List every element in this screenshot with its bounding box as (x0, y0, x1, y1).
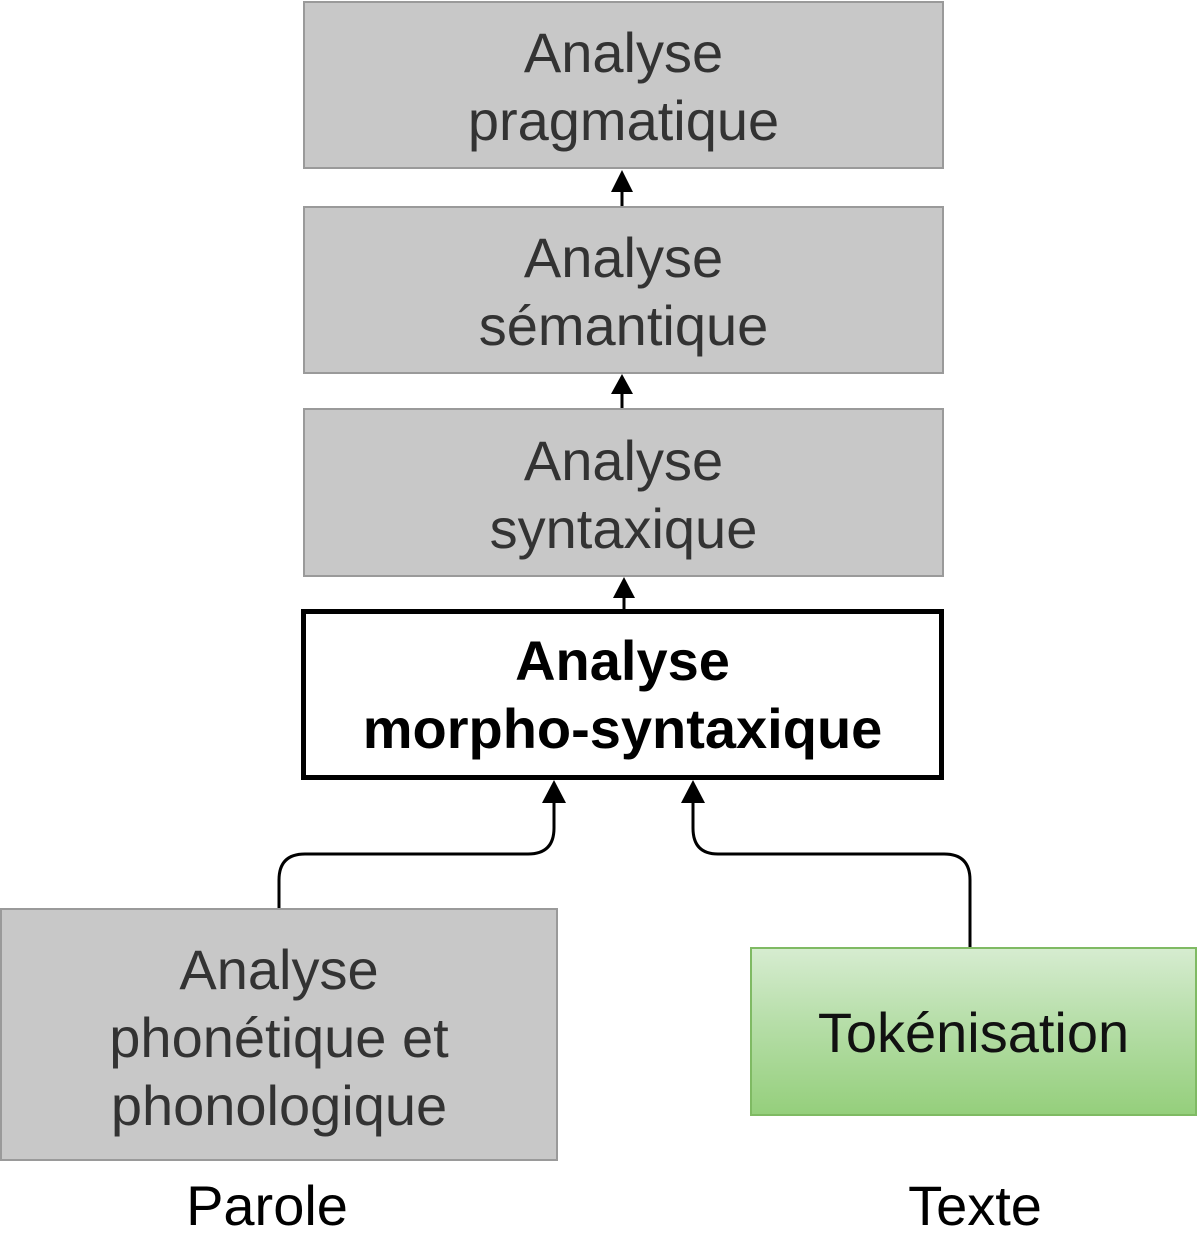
box-analyse-syntaxique: Analyse syntaxique (303, 408, 944, 577)
arrow-semantique-to-pragmatique (611, 170, 633, 206)
box-line: Analyse (179, 937, 379, 1001)
box-analyse-semantique: Analyse sémantique (303, 206, 944, 374)
arrow-morpho-to-syntaxique (613, 577, 635, 610)
box-analyse-morpho-syntaxique: Analyse morpho-syntaxique (301, 609, 944, 780)
box-line: pragmatique (467, 89, 780, 152)
box-line: Analyse (523, 21, 724, 84)
box-line: Tokénisation (817, 1000, 1130, 1064)
box-line: syntaxique (489, 496, 758, 560)
box-line: Analyse (523, 226, 724, 289)
box-tokenisation: Tokénisation (750, 947, 1197, 1116)
arrow-tokenisation-to-morpho (681, 780, 972, 948)
label-texte: Texte (908, 1174, 1042, 1237)
box-line: morpho-syntaxique (362, 696, 883, 760)
box-line: phonétique et (109, 1005, 449, 1069)
arrow-phonetique-to-morpho (277, 780, 566, 908)
box-analyse-pragmatique: Analyse pragmatique (303, 1, 944, 169)
box-line: Analyse (515, 628, 730, 692)
arrow-syntaxique-to-semantique (611, 374, 633, 408)
box-line: phonologique (110, 1073, 448, 1137)
box-line: sémantique (478, 294, 769, 357)
box-line: Analyse (523, 428, 724, 492)
label-parole: Parole (186, 1174, 348, 1237)
box-analyse-phonetique: Analyse phonétique et phonologique (0, 908, 558, 1161)
